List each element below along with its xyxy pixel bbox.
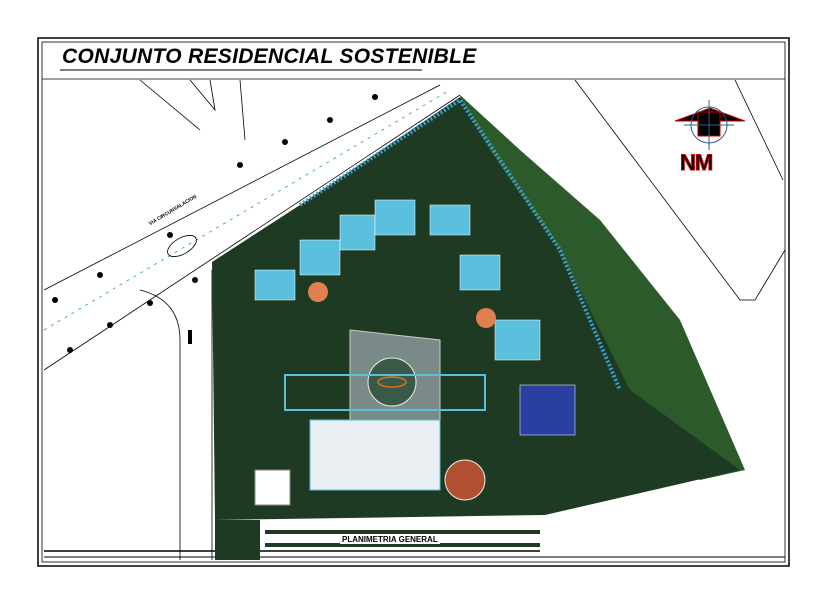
inner-border bbox=[41, 41, 786, 563]
drawing-title: CONJUNTO RESIDENCIAL SOSTENIBLE bbox=[62, 45, 477, 68]
walkway bbox=[284, 374, 486, 411]
housing-blocks bbox=[254, 199, 576, 436]
round-pavilion bbox=[444, 459, 486, 501]
site-area bbox=[212, 97, 740, 520]
north-label: NM bbox=[679, 150, 713, 176]
road-network bbox=[43, 79, 786, 560]
street-trees bbox=[265, 530, 540, 547]
plaza-ring bbox=[377, 376, 407, 388]
roundabout-west bbox=[308, 282, 328, 302]
water-channel bbox=[298, 97, 622, 391]
roundabout-east bbox=[476, 308, 496, 328]
plaza-fountain bbox=[367, 357, 417, 407]
north-arrow-icon bbox=[674, 100, 746, 150]
plan-label: PLANIMETRIA GENERAL bbox=[340, 535, 440, 544]
tree-cluster bbox=[215, 520, 260, 560]
community-building bbox=[309, 419, 441, 491]
tree-belt bbox=[460, 95, 745, 480]
outer-border bbox=[37, 37, 790, 567]
small-building bbox=[254, 469, 291, 506]
parked-cars bbox=[52, 94, 378, 353]
